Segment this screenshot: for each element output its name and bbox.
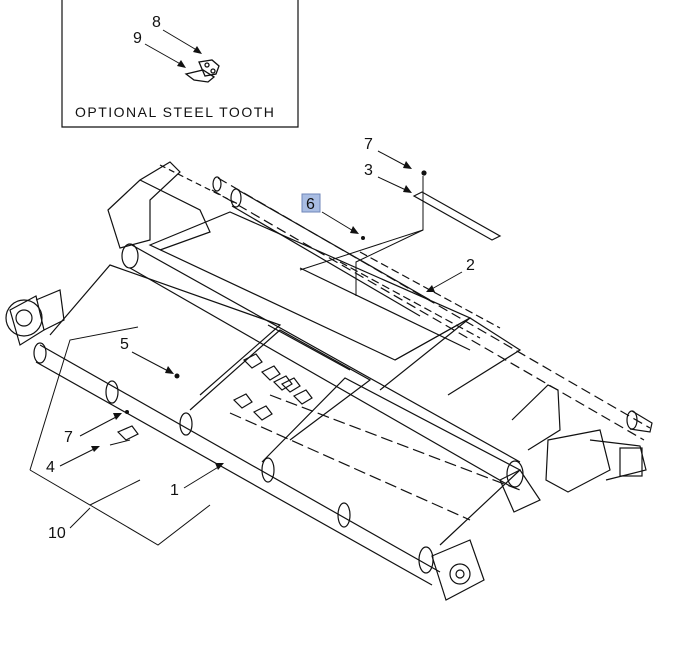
leader-1 [183,465,221,489]
callout-6[interactable]: 6 [306,196,315,213]
arrowhead-7-left [113,413,122,420]
rear-roller [211,176,653,441]
arrowhead-1 [215,463,224,470]
callouts: 7 3 6 2 5 7 4 1 10 [46,136,475,542]
arrowhead-3 [403,185,412,193]
leader-5 [131,351,171,373]
inset-frame [61,0,299,128]
callout-5[interactable]: 5 [120,336,129,353]
front-roller [33,342,441,586]
inset-leader-9 [144,43,185,67]
callout-7-top[interactable]: 7 [364,136,373,153]
upper-left-bracket [107,161,241,251]
callout-2[interactable]: 2 [466,257,475,274]
inset-caption: OPTIONAL STEEL TOOTH [75,104,275,120]
part-5-bolt [174,373,180,379]
draper-belt [49,211,522,546]
draper-assembly-drawing [5,161,653,601]
arrowhead-6 [350,226,359,234]
belt-teeth [116,353,313,441]
callout-4[interactable]: 4 [46,459,55,476]
callout-10[interactable]: 10 [48,525,66,542]
inset-arrowhead-9 [177,60,186,68]
arrowhead-5 [165,366,174,374]
callout-7-left[interactable]: 7 [64,429,73,446]
part-6-bolt [361,236,365,240]
divider-strip [412,170,502,241]
inset-callout-9[interactable]: 9 [133,30,142,47]
callout-3[interactable]: 3 [364,162,373,179]
callout-1[interactable]: 1 [170,482,179,499]
inset-leader-8 [162,29,201,53]
arrowhead-4 [91,446,100,452]
leader-7-top [377,150,409,168]
belt-leaders [29,176,424,546]
right-drive-end [431,539,485,601]
right-end-bracket [499,384,647,513]
leader-10 [69,507,91,529]
inset-arrowhead-8 [193,46,202,54]
arrowhead-2 [426,285,435,292]
callout-6-highlight [301,193,321,213]
steel-tooth-part [184,59,220,83]
left-drive-end [5,289,65,346]
leader-3 [377,176,409,192]
leader-7-left [79,415,119,437]
idler-roller [121,243,524,488]
inset-optional-steel-tooth: OPTIONAL STEEL TOOTH 8 9 [61,0,299,128]
part-7-bolt [125,410,129,414]
leader-6 [321,211,356,233]
leader-2 [429,271,463,291]
inset-callout-8[interactable]: 8 [152,14,161,31]
leader-4 [59,447,97,467]
arrowhead-7-top [403,161,412,169]
